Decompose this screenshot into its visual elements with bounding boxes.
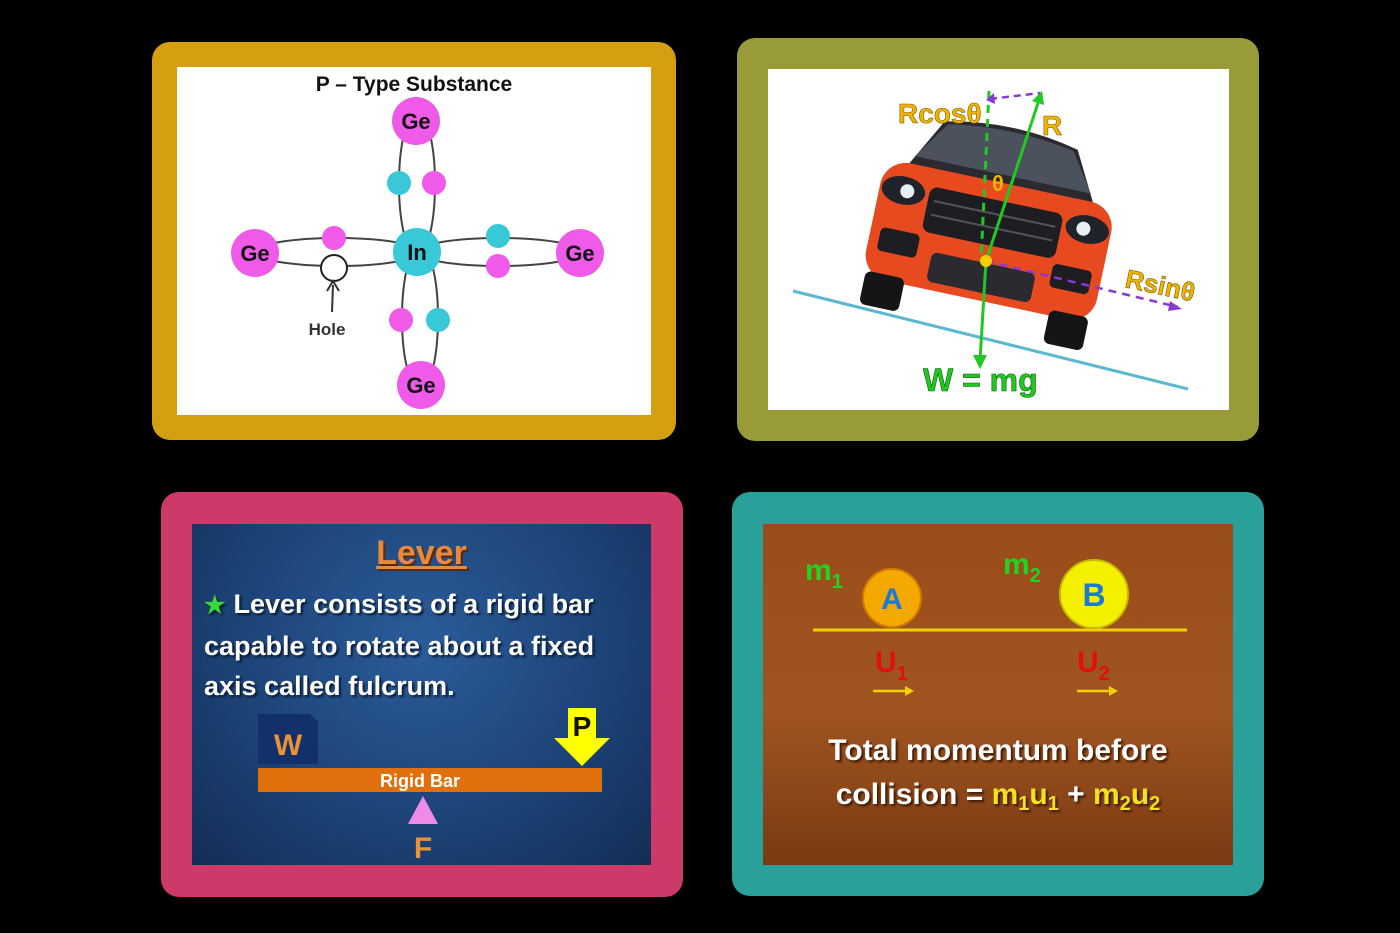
lever-slide: Lever ★Lever consists of a rigid bar cap…	[192, 524, 651, 865]
effort-arrow	[554, 708, 610, 766]
electron	[422, 171, 446, 195]
car-bumper-vent	[927, 252, 1035, 303]
weight-label: W	[274, 729, 303, 762]
incline-car-diagram: Rcosθ R θ Rsinθ W = mg	[768, 69, 1229, 410]
mass1-label: m1	[805, 554, 843, 593]
rcos-line	[979, 90, 991, 262]
lever-svg: W P Rigid Bar F	[258, 708, 610, 865]
hole-arrow	[331, 284, 334, 313]
equation-line-1: Total momentum before	[828, 734, 1168, 767]
weight-block	[258, 714, 318, 764]
electron	[387, 171, 411, 195]
electron	[322, 226, 346, 250]
rsin-line	[985, 259, 1179, 309]
ball-b	[1059, 559, 1129, 629]
lever-title: Lever	[376, 534, 467, 572]
lever-description-text: Lever consists of a rigid bar capable to…	[204, 589, 595, 701]
velocity2-label: U2	[1077, 646, 1110, 685]
momentum-card: m1 A m2 B U1 U2 Total momentum before co…	[732, 492, 1264, 896]
lever-description: ★Lever consists of a rigid bar capable t…	[204, 584, 644, 706]
p-type-card: P – Type Substance Hole	[152, 42, 676, 440]
rigid-bar	[258, 768, 602, 792]
effort-label: P	[573, 711, 592, 742]
car	[860, 121, 1112, 350]
momentum-slide: m1 A m2 B U1 U2 Total momentum before co…	[763, 524, 1233, 865]
ge-atom-bottom	[397, 361, 445, 409]
ge-atom-right	[556, 229, 604, 277]
r-arrow	[984, 96, 1042, 262]
theta-label: θ	[992, 171, 1004, 196]
ge-atom-left	[231, 229, 279, 277]
fulcrum-triangle	[408, 796, 438, 824]
r-top-component	[989, 91, 1041, 101]
svg-text:Ge: Ge	[240, 241, 269, 266]
in-atom-center	[393, 228, 441, 276]
ge-atom-top	[392, 97, 440, 145]
svg-text:In: In	[407, 240, 427, 265]
incline-car-card: Rcosθ R θ Rsinθ W = mg	[737, 38, 1259, 441]
velocity1-label: U1	[875, 646, 908, 685]
electron	[486, 224, 510, 248]
equation-line-2: collision = m1u1 + m2u2	[835, 778, 1161, 815]
hole-label: Hole	[309, 320, 346, 339]
electron	[486, 254, 510, 278]
ball-a-label: A	[881, 583, 903, 616]
p-type-diagram: P – Type Substance Hole	[177, 67, 651, 415]
fog-light-left	[877, 227, 920, 258]
svg-text:Ge: Ge	[401, 109, 430, 134]
p-type-svg: P – Type Substance Hole	[231, 73, 604, 409]
fulcrum-label: F	[414, 832, 432, 865]
weight-label: W = mg	[923, 362, 1038, 398]
rcos-label: Rcosθ	[898, 98, 982, 129]
incline-surface	[792, 289, 1189, 391]
rsin-label: Rsinθ	[1123, 264, 1198, 308]
center-of-mass	[980, 255, 992, 267]
ball-a	[862, 568, 922, 628]
electrons	[320, 171, 510, 332]
svg-text:Ge: Ge	[565, 241, 594, 266]
svg-text:Ge: Ge	[406, 373, 435, 398]
p-type-title: P – Type Substance	[316, 73, 512, 96]
mass2-label: m2	[1003, 548, 1041, 587]
star-icon: ★	[204, 592, 226, 619]
incline-svg: Rcosθ R θ Rsinθ W = mg	[792, 90, 1198, 398]
momentum-equation: Total momentum before collision = m1u1 +…	[763, 729, 1233, 826]
electron	[389, 308, 413, 332]
lever-card: Lever ★Lever consists of a rigid bar cap…	[161, 492, 683, 897]
fog-light-right	[1049, 264, 1092, 295]
r-label: R	[1042, 110, 1062, 141]
tyre-left	[860, 271, 904, 311]
rigid-bar-label: Rigid Bar	[380, 771, 460, 791]
weight-arrow	[978, 260, 988, 362]
hole	[320, 254, 348, 282]
tyre-right	[1043, 310, 1088, 350]
momentum-svg: m1 A m2 B U1 U2	[805, 548, 1187, 696]
electron	[426, 308, 450, 332]
ball-b-label: B	[1082, 577, 1105, 613]
